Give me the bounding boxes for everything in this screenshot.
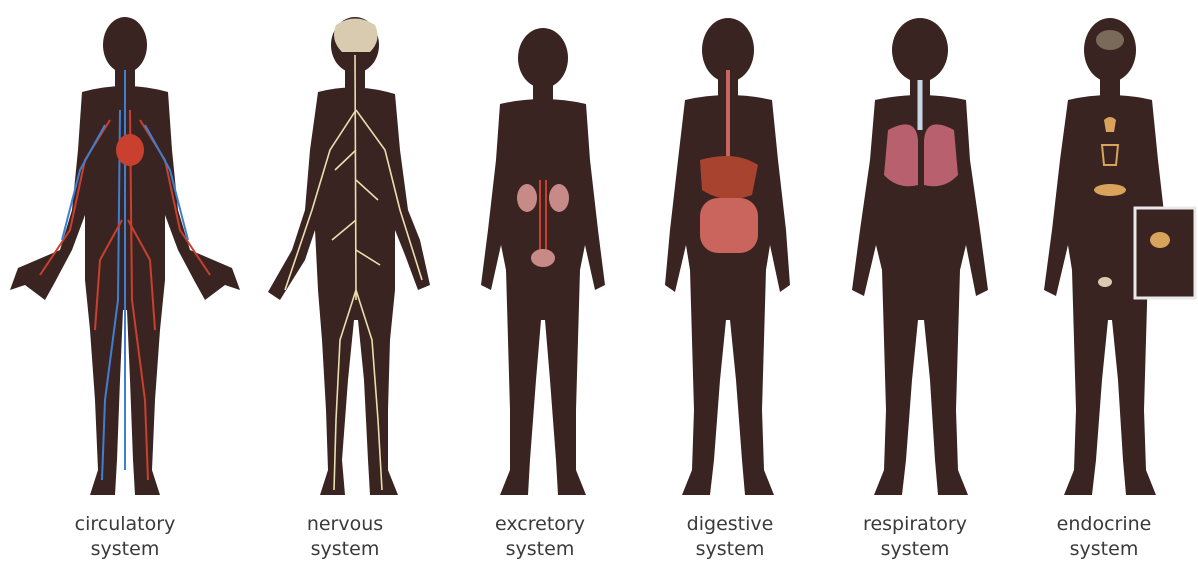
caption-line2: system (1010, 537, 1198, 562)
caption-line2: system (640, 537, 820, 562)
nervous-figure (250, 0, 440, 510)
body-silhouette (268, 17, 430, 495)
caption-line1: circulatory (0, 512, 250, 537)
caption-line2: system (250, 537, 440, 562)
caption-excretory: excretory system (440, 512, 640, 562)
lung-left-icon (884, 124, 918, 186)
panel-excretory: excretory system (440, 0, 640, 569)
panel-nervous: nervous system (250, 0, 440, 569)
brain-icon (334, 19, 378, 53)
caption-digestive: digestive system (640, 512, 820, 562)
caption-line1: excretory (440, 512, 640, 537)
excretory-figure (440, 0, 640, 510)
caption-line2: system (0, 537, 250, 562)
heart-icon (116, 134, 144, 166)
caption-line2: system (440, 537, 640, 562)
blood-vessels (40, 70, 210, 480)
panel-circulatory: circulatory system (0, 0, 250, 569)
kidney-right-icon (549, 184, 569, 212)
pancreas-icon (1094, 184, 1126, 196)
caption-line1: respiratory (820, 512, 1010, 537)
circulatory-figure (0, 0, 250, 510)
ovary-icon (1150, 232, 1170, 248)
lung-right-icon (924, 124, 958, 186)
caption-endocrine: endocrine system (1010, 512, 1198, 562)
caption-respiratory: respiratory system (820, 512, 1010, 562)
caption-line1: endocrine (1010, 512, 1198, 537)
panel-digestive: digestive system (640, 0, 820, 569)
testis-icon (1098, 277, 1112, 287)
inset-box (1135, 208, 1195, 298)
liver-stomach-icon (700, 156, 758, 199)
thyroid-icon (1104, 117, 1116, 132)
caption-line1: nervous (250, 512, 440, 537)
caption-nervous: nervous system (250, 512, 440, 562)
caption-circulatory: circulatory system (0, 512, 250, 562)
intestines-icon (700, 198, 758, 253)
endocrine-figure (1010, 0, 1198, 510)
brain-icon (1096, 30, 1124, 50)
caption-line2: system (820, 537, 1010, 562)
kidney-left-icon (517, 184, 537, 212)
bladder-icon (531, 249, 555, 267)
panel-respiratory: respiratory system (820, 0, 1010, 569)
respiratory-figure (820, 0, 1010, 510)
caption-line1: digestive (640, 512, 820, 537)
panel-endocrine: endocrine system (1010, 0, 1198, 569)
digestive-figure (640, 0, 820, 510)
